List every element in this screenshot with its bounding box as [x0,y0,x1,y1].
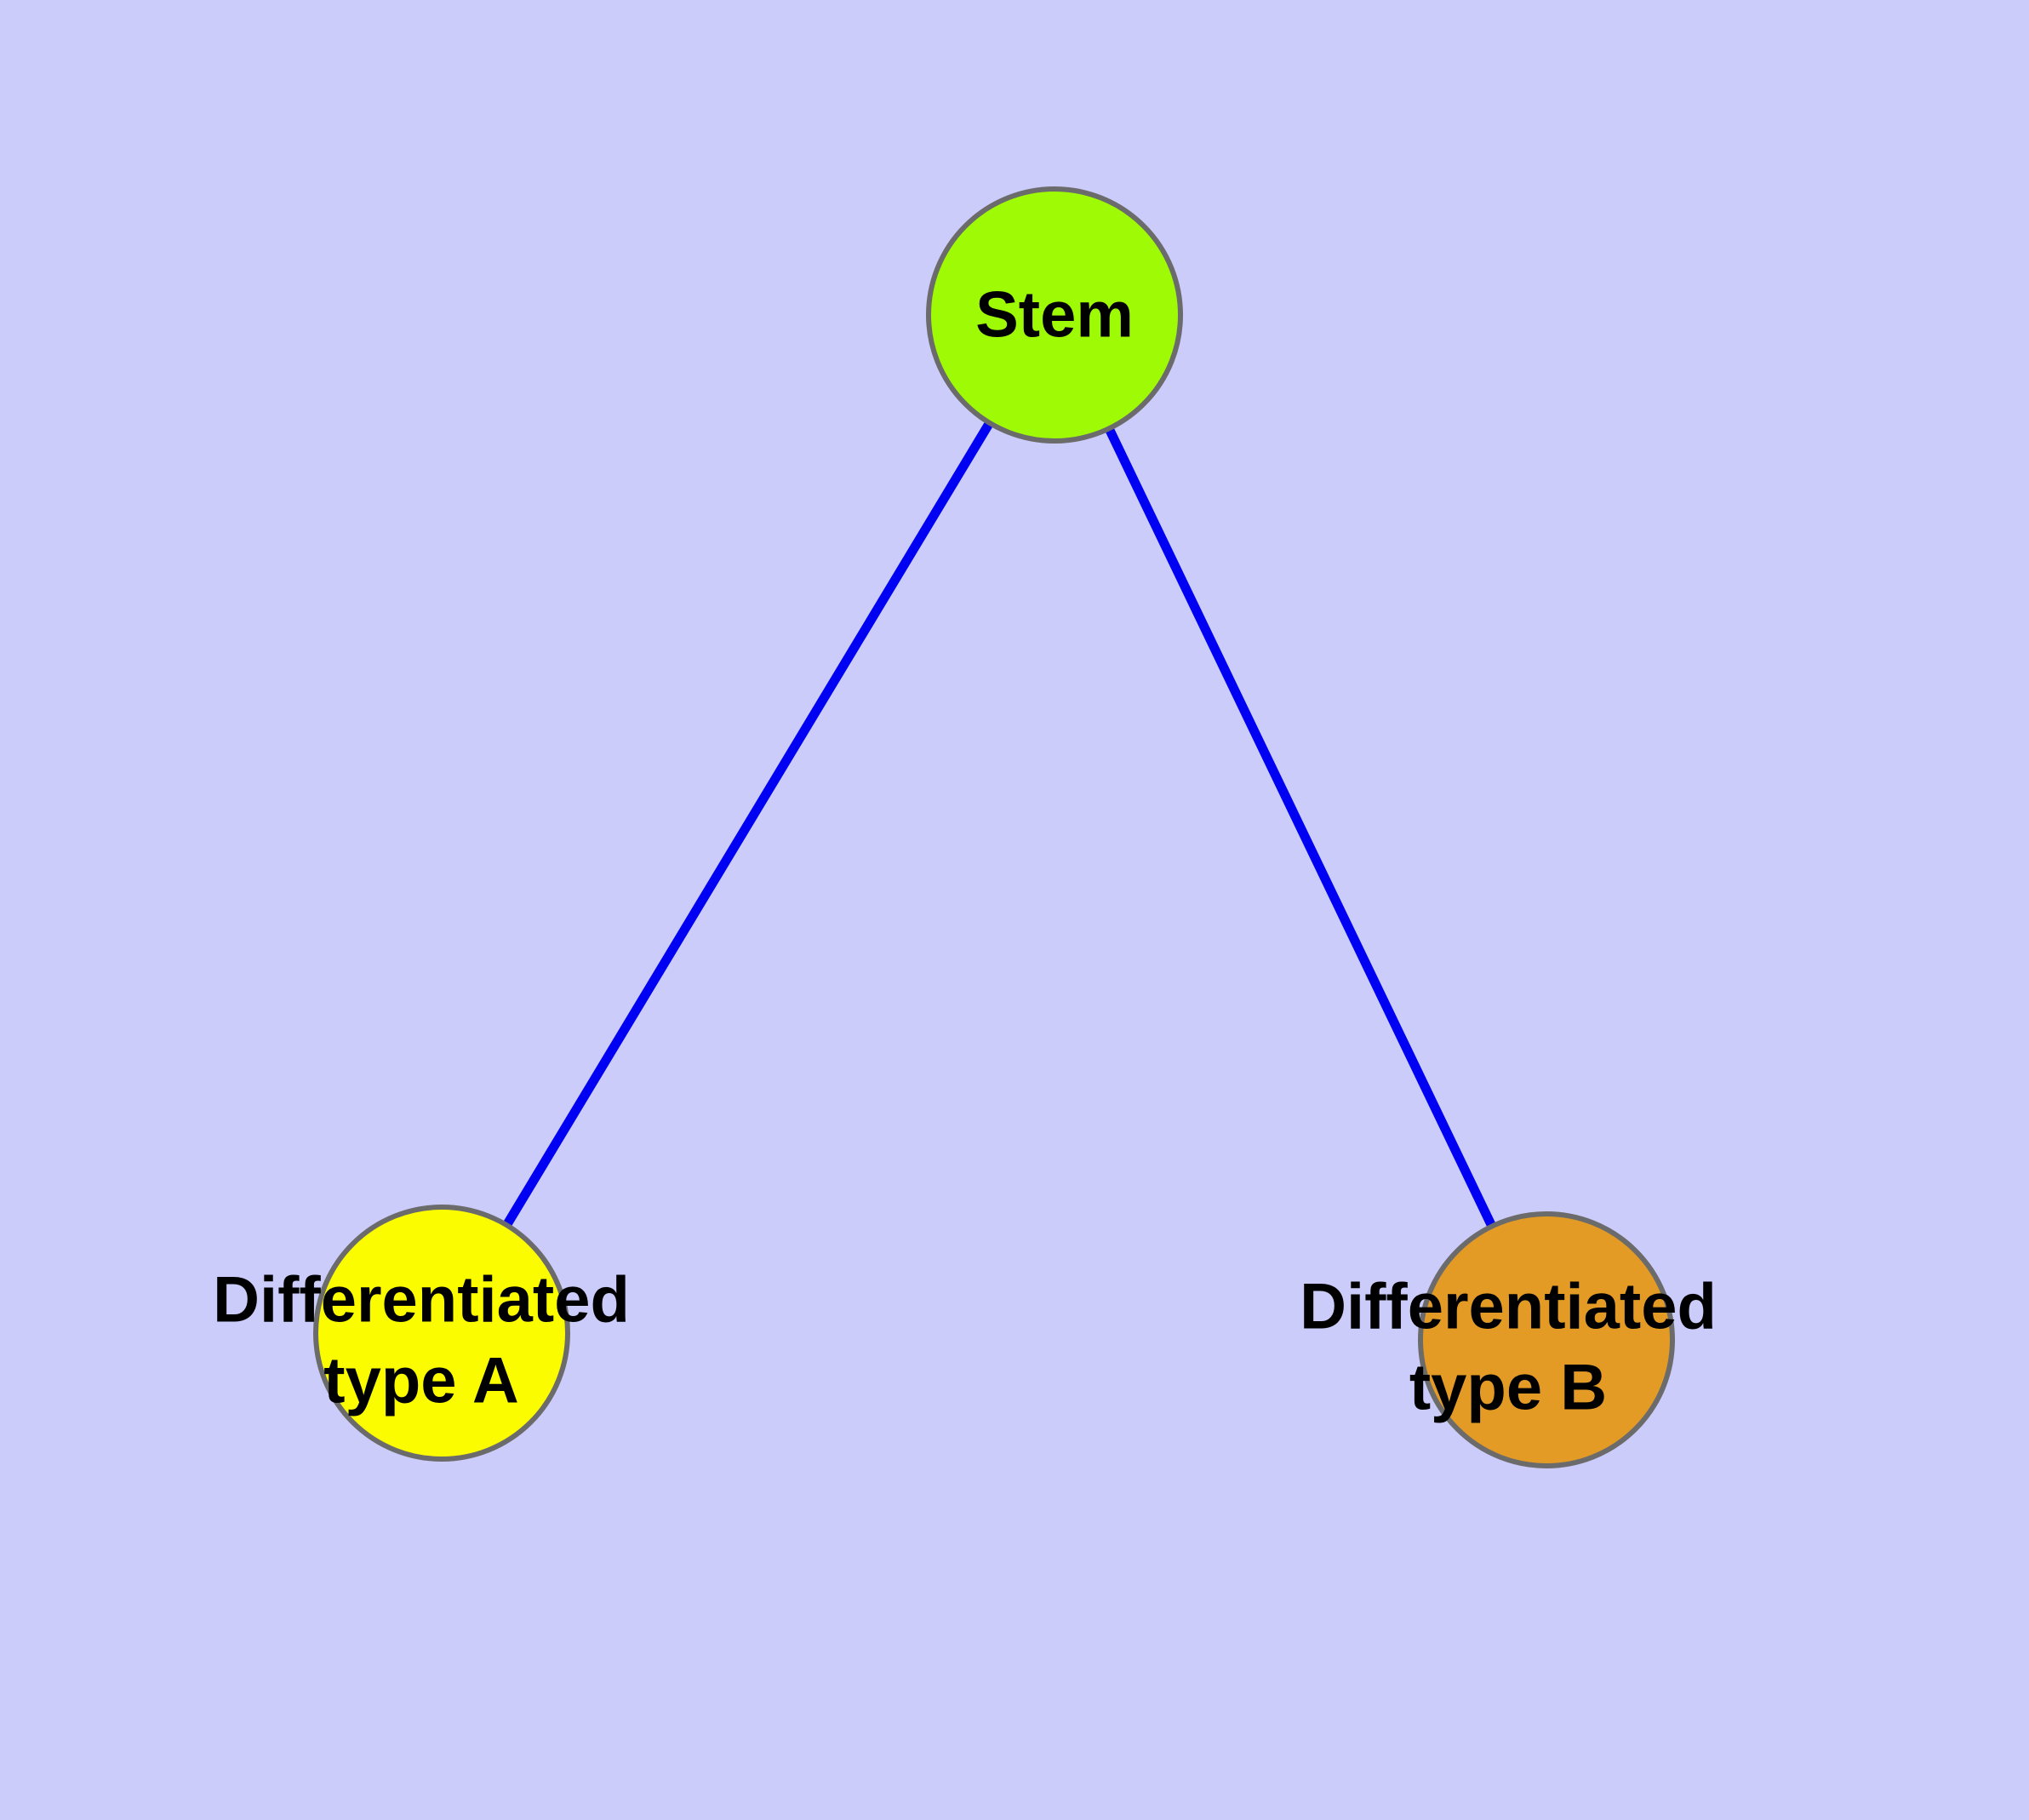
node-diff-b-circle[interactable] [1418,1211,1675,1468]
edge-stem-to-diff-b[interactable] [1049,310,1552,1345]
edge-stem-to-diff-a[interactable] [437,310,1060,1338]
node-stem[interactable]: Stem [926,186,1183,444]
edge-layer [437,310,1552,1345]
node-diff-a-label-line2: type A [323,1345,518,1417]
node-diff-a-label-line1: Differentiated [213,1264,630,1336]
node-diff-a-circle[interactable] [313,1205,570,1462]
node-stem-label: Stem [975,279,1134,352]
node-stem-circle[interactable] [926,186,1183,444]
node-diff-b-label-line2: type B [1409,1352,1607,1424]
node-diff-b-label-line1: Differentiated [1300,1271,1717,1343]
node-diff-a[interactable]: Differentiated type A [213,1205,630,1462]
node-diff-b[interactable]: Differentiated type B [1300,1211,1717,1468]
